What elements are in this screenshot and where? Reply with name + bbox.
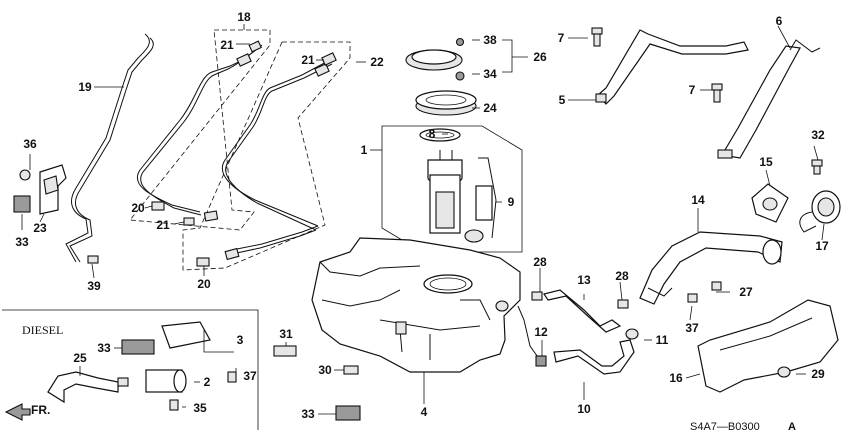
label-2: 2 [204,375,211,389]
label-20-low: 20 [197,277,211,291]
label-17: 17 [815,239,829,253]
label-8: 8 [429,127,436,141]
fuel-pump-assembly [381,125,523,253]
bolt-7-mid [711,83,723,103]
clip-28 [531,291,629,309]
leader-lines [21,24,825,415]
label-21-low: 21 [156,218,170,232]
pump-cover-26 [405,37,465,81]
part-32 [811,159,823,175]
tank-strap-5 [595,29,749,105]
part-31 [273,345,297,357]
diesel-section [2,309,259,430]
diagram-code-suffix: A [788,421,796,433]
breather-pipe-19 [65,33,154,264]
label-39: 39 [87,279,101,293]
label-30: 30 [318,363,332,377]
part-30 [343,365,359,375]
splash-guard-16 [697,299,839,393]
label-7-top: 7 [558,31,565,45]
hose-10 [553,339,635,375]
bolt-7-top [591,27,603,47]
clamp-bracket-23 [13,164,67,215]
label-10: 10 [577,402,591,416]
label-29: 29 [811,367,825,381]
label-25: 25 [73,351,87,365]
label-27: 27 [739,285,753,299]
label-18: 18 [237,10,251,24]
filler-cap-17 [799,190,841,233]
label-34: 34 [483,67,497,81]
label-21-top: 21 [220,38,234,52]
fuel-lines-assembly [129,29,351,271]
label-36: 36 [23,137,37,151]
tank-strap-6 [717,39,821,159]
label-14: 14 [691,193,705,207]
label-13: 13 [577,273,591,287]
front-direction-arrow [4,403,31,421]
label-22: 22 [370,55,384,69]
part-33-bottom [335,405,361,421]
front-label: FR. [31,403,50,417]
label-21-mid: 21 [301,53,315,67]
label-28-right: 28 [615,269,629,283]
label-9: 9 [508,195,515,209]
label-24: 24 [483,101,497,115]
label-35: 35 [193,401,207,415]
label-1: 1 [361,143,368,157]
fuel-lid-15 [751,183,789,223]
label-33-bottom: 33 [301,407,315,421]
diesel-label: DIESEL [22,323,63,337]
label-26: 26 [533,50,547,64]
label-16: 16 [669,371,683,385]
label-6: 6 [776,14,783,28]
part-labels: 18 21 21 22 19 38 26 34 24 8 1 9 7 5 7 6… [15,10,829,433]
label-4: 4 [421,405,428,419]
clip-11 [625,328,639,340]
label-19: 19 [78,80,92,94]
label-12: 12 [534,325,548,339]
filler-pipe-14 [639,231,783,305]
label-15: 15 [759,155,773,169]
label-31: 31 [279,327,293,341]
fuel-tank [311,237,521,373]
label-33-left: 33 [15,235,29,249]
label-38: 38 [483,33,497,47]
hose-13 [543,289,622,333]
label-37-right: 37 [685,321,699,335]
label-20-mid: 20 [131,201,145,215]
label-11: 11 [656,333,669,347]
label-33-diesel: 33 [97,341,111,355]
valve-12 [517,305,547,367]
label-5: 5 [559,93,566,107]
grommet-29 [777,366,791,378]
label-3: 3 [237,333,244,347]
label-7-mid: 7 [689,83,696,97]
label-37-diesel: 37 [243,369,257,383]
diagram-code: S4A7—B0300 [690,421,760,433]
label-28-left: 28 [533,255,547,269]
label-23: 23 [33,221,47,235]
lock-ring-24 [415,90,477,116]
label-32: 32 [811,128,825,142]
